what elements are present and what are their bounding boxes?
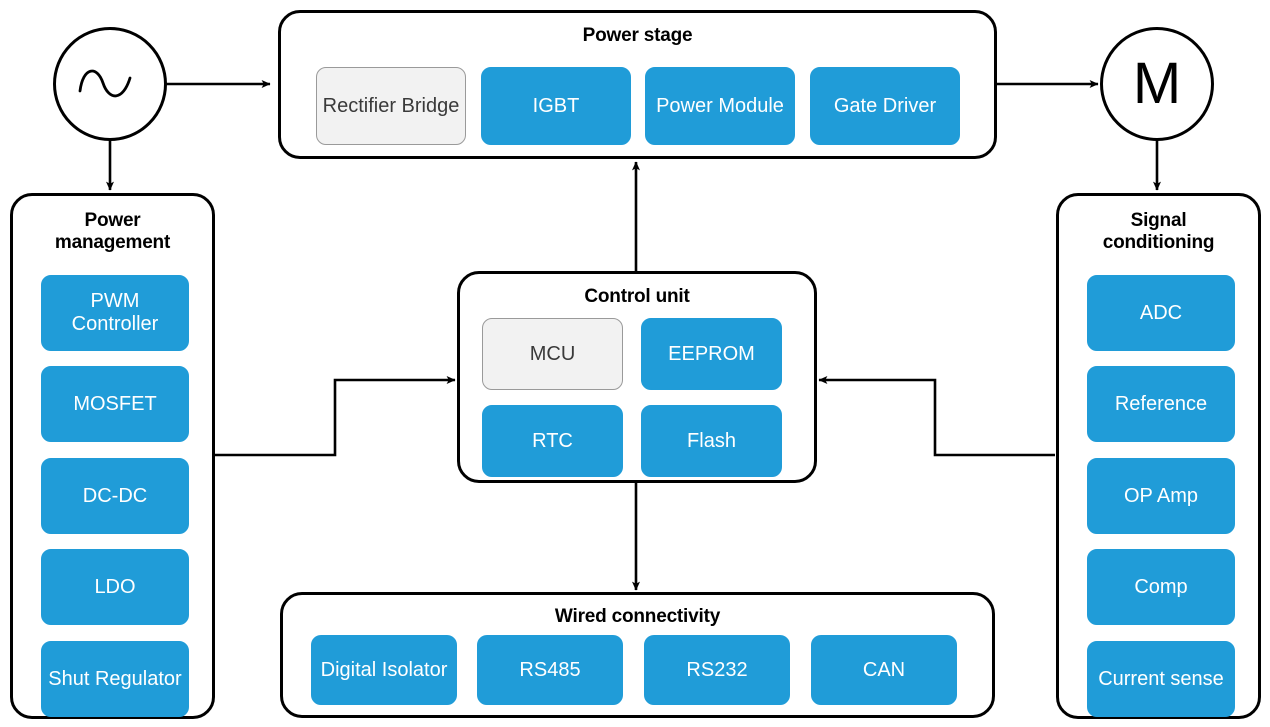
wire-signal-conditioning-to-control-unit <box>818 376 1055 457</box>
ac-source-symbol <box>53 27 167 141</box>
block-mcu[interactable]: MCU <box>482 318 623 390</box>
block-flash[interactable]: Flash <box>641 405 782 477</box>
block-shut-regulator[interactable]: Shut Regulator <box>41 641 189 717</box>
block-op-amp[interactable]: OP Amp <box>1087 458 1235 534</box>
wire-power-management-to-control-unit <box>215 376 456 457</box>
block-rs232[interactable]: RS232 <box>644 635 790 705</box>
group-title-wired-connectivity: Wired connectivity <box>554 606 721 627</box>
block-mosfet[interactable]: MOSFET <box>41 366 189 442</box>
block-rs485[interactable]: RS485 <box>477 635 623 705</box>
group-title-power-stage: Power stage <box>582 25 693 46</box>
block-dc-dc[interactable]: DC-DC <box>41 458 189 534</box>
sine-wave-icon <box>78 69 132 98</box>
block-can[interactable]: CAN <box>811 635 957 705</box>
block-reference[interactable]: Reference <box>1087 366 1235 442</box>
block-ldo[interactable]: LDO <box>41 549 189 625</box>
group-power-management: Power management PWM Controller MOSFET D… <box>10 193 215 719</box>
group-title-control-unit: Control unit <box>584 286 690 307</box>
block-eeprom[interactable]: EEPROM <box>641 318 782 390</box>
motor-symbol: M <box>1100 27 1214 141</box>
motor-label: M <box>1132 51 1182 116</box>
group-wired-connectivity: Wired connectivity Digital Isolator RS48… <box>280 592 995 718</box>
group-power-stage: Power stage Rectifier Bridge IGBT Power … <box>278 10 997 159</box>
block-power-module[interactable]: Power Module <box>645 67 795 145</box>
group-signal-conditioning: Signal conditioning ADC Reference OP Amp… <box>1056 193 1261 719</box>
block-gate-driver[interactable]: Gate Driver <box>810 67 960 145</box>
block-pwm-controller[interactable]: PWM Controller <box>41 275 189 351</box>
block-adc[interactable]: ADC <box>1087 275 1235 351</box>
block-rtc[interactable]: RTC <box>482 405 623 477</box>
block-digital-isolator[interactable]: Digital Isolator <box>311 635 457 705</box>
group-title-power-management: Power management <box>54 210 171 254</box>
block-comp[interactable]: Comp <box>1087 549 1235 625</box>
block-igbt[interactable]: IGBT <box>481 67 631 145</box>
block-current-sense[interactable]: Current sense <box>1087 641 1235 717</box>
block-rectifier-bridge[interactable]: Rectifier Bridge <box>316 67 466 145</box>
group-control-unit: Control unit MCU EEPROM RTC Flash <box>457 271 817 483</box>
group-title-signal-conditioning: Signal conditioning <box>1102 210 1215 254</box>
